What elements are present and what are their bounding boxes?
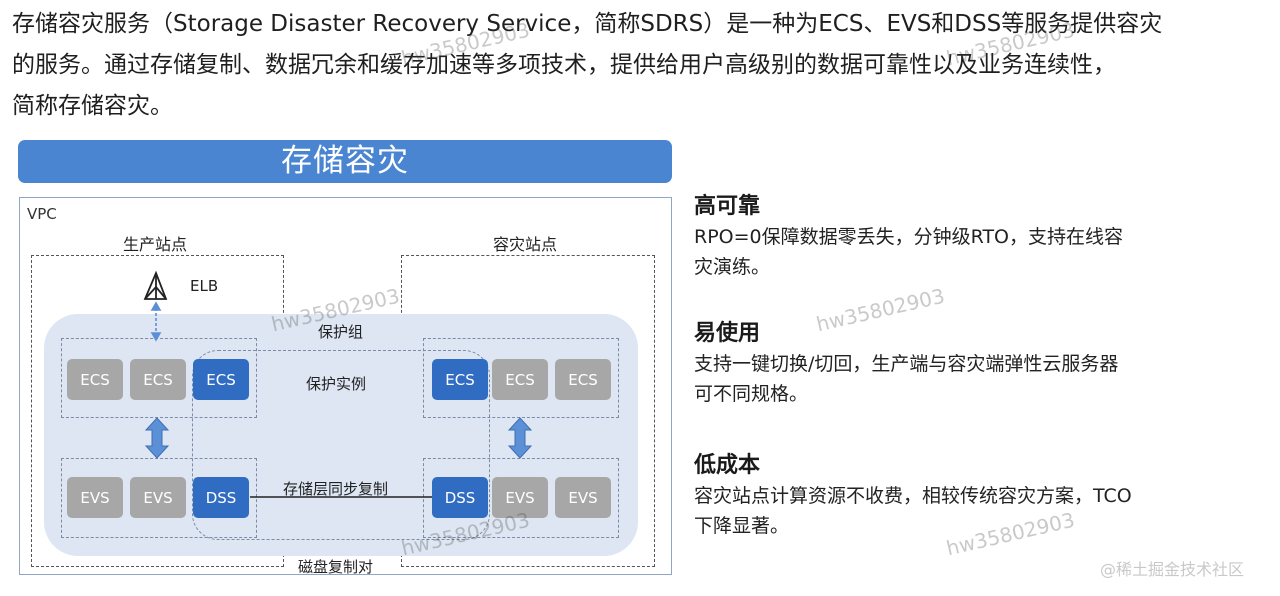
dr-site-label: 容灾站点: [493, 235, 558, 254]
left-ecs-2: ECS: [130, 359, 186, 400]
right-evs-2: EVS: [555, 477, 611, 518]
replication-label: 存储层同步复制: [283, 480, 389, 498]
right-storage-box: [423, 458, 619, 538]
intro-line-3: 简称存储容灾。: [12, 93, 173, 119]
site-credit: @稀土掘金技术社区: [1100, 560, 1245, 579]
feature-easy-desc-1: 支持一键切换/切回，生产端与容灾端弹性云服务器: [694, 353, 1119, 375]
feature-easy-desc-2: 可不同规格。: [694, 383, 809, 405]
right-ecs-1: ECS: [432, 359, 488, 400]
left-storage-box: [61, 458, 257, 538]
feature-lowcost-desc-1: 容灾站点计算资源不收费，相较传统容灾方案，TCO: [694, 485, 1132, 507]
feature-reliable: 高可靠 RPO=0保障数据零丢失，分钟级RTO，支持在线容 灾演练。: [694, 192, 1254, 282]
left-double-arrow-icon: [144, 417, 170, 459]
intro-line-1: 存储容灾服务（Storage Disaster Recovery Service…: [12, 11, 1163, 37]
feature-reliable-title: 高可靠: [694, 194, 761, 219]
intro-line-2: 的服务。通过存储复制、数据冗余和缓存加速等多项技术，提供给用户高级别的数据可靠性…: [12, 52, 1116, 78]
feature-reliable-desc-1: RPO=0保障数据零丢失，分钟级RTO，支持在线容: [694, 226, 1124, 248]
feature-lowcost: 低成本 容灾站点计算资源不收费，相较传统容灾方案，TCO 下降显著。: [694, 451, 1254, 541]
feature-lowcost-desc-2: 下降显著。: [694, 515, 790, 537]
elb-icon: [143, 270, 168, 300]
production-site-label: 生产站点: [123, 235, 188, 254]
protection-group-label: 保护组: [318, 323, 364, 341]
vpc-label: VPC: [27, 205, 57, 223]
left-evs-1: EVS: [67, 477, 123, 518]
right-dss: DSS: [432, 477, 488, 518]
right-double-arrow-icon: [507, 417, 533, 459]
intro-paragraph: 存储容灾服务（Storage Disaster Recovery Service…: [12, 4, 1274, 127]
left-ecs-1: ECS: [67, 359, 123, 400]
protected-instance-label: 保护实例: [306, 375, 367, 393]
feature-reliable-desc-2: 灾演练。: [694, 256, 771, 278]
right-ecs-2: ECS: [492, 359, 548, 400]
banner-title: 存储容灾: [18, 140, 672, 183]
left-dss: DSS: [193, 477, 249, 518]
left-compute-box: [61, 338, 257, 418]
right-evs-1: EVS: [492, 477, 548, 518]
feature-lowcost-title: 低成本: [694, 453, 761, 478]
protected-instance-box: [192, 350, 490, 540]
right-ecs-3: ECS: [555, 359, 611, 400]
disk-pair-label: 磁盘复制对: [298, 558, 374, 576]
left-ecs-3: ECS: [193, 359, 249, 400]
left-evs-2: EVS: [130, 477, 186, 518]
feature-easy: 易使用 支持一键切换/切回，生产端与容灾端弹性云服务器 可不同规格。: [694, 319, 1254, 409]
right-compute-box: [423, 338, 619, 418]
elb-label: ELB: [190, 277, 219, 295]
feature-easy-title: 易使用: [694, 321, 761, 346]
elb-connector: [150, 301, 162, 342]
